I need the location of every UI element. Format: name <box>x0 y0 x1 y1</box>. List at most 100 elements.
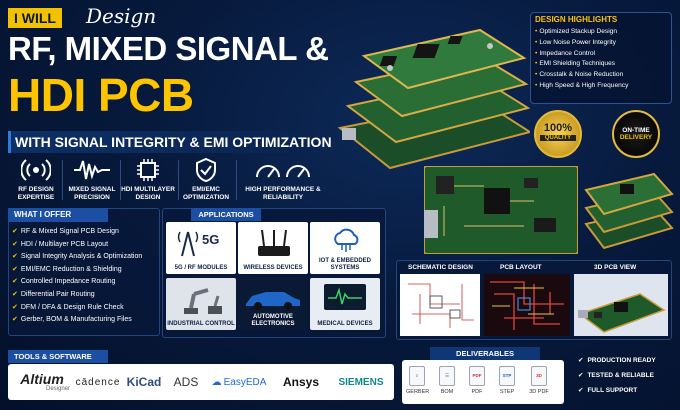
pcb-board-photo <box>424 166 578 254</box>
chip-icon <box>118 156 178 184</box>
file-gerber: ≡ GERBER <box>406 366 429 395</box>
3d-pcb-image <box>574 274 668 336</box>
applications-heading: APPLICATIONS <box>191 208 261 221</box>
cloud-circuit-icon <box>334 228 359 252</box>
design-script: Design <box>86 4 157 28</box>
feature-label: MIXED SIGNAL PRECISION <box>68 186 116 201</box>
pcb-layout-image <box>484 274 570 336</box>
deliverables-heading: DELIVERABLES <box>430 347 540 360</box>
check-icon: ✔ <box>12 278 18 286</box>
speedometer-icon <box>244 156 322 184</box>
list-item: ✔EMI/EMC Reduction & Shielding <box>12 265 122 273</box>
divider <box>236 160 237 200</box>
list-item: ✔Signal Integrity Analysis & Optimizatio… <box>12 253 143 261</box>
check-icon: ✔ <box>12 228 18 235</box>
gerber-file-icon: ≡ <box>409 366 425 386</box>
list-item: •Optimized Stackup Design <box>535 28 618 35</box>
highlights-heading: DESIGN HIGHLIGHTS <box>535 15 618 24</box>
check-icon: ✔ <box>578 357 584 364</box>
tool-cadence: cādence <box>75 376 121 388</box>
app-wireless: WIRELESS DEVICES <box>238 222 308 274</box>
tools-bar <box>8 364 394 400</box>
tool-altium: Altium Designer <box>20 371 70 392</box>
pcb-stack-photo <box>584 172 674 250</box>
app-label: AUTOMOTIVE ELECTRONICS <box>251 314 295 327</box>
usb-connector <box>342 128 356 140</box>
car-icon <box>246 292 300 310</box>
check-icon: ✔ <box>12 316 18 324</box>
title-line-2: HDI PCB <box>8 69 194 121</box>
divider <box>120 160 121 200</box>
list-item: •Impedance Control <box>535 49 596 57</box>
app-industrial: INDUSTRIAL CONTROL <box>166 278 236 330</box>
check-icon: ✔ <box>578 387 584 394</box>
feature-label: RF DESIGN EXPERTISE <box>17 186 55 201</box>
feature-label: EMI/EMC OPTIMIZATION <box>182 186 230 201</box>
feature-label: HIGH PERFORMANCE & RELIABILITY <box>245 186 321 201</box>
file-step: STP STEP <box>496 366 518 395</box>
subtitle-banner: WITH SIGNAL INTEGRITY & EMI OPTIMIZATION <box>8 131 332 153</box>
divider <box>62 160 63 200</box>
list-item: ✔Gerber, BOM & Manufacturing Files <box>12 316 132 324</box>
tool-ansys: Ansys <box>282 375 320 389</box>
feature-rf: RF DESIGN EXPERTISE <box>6 156 66 202</box>
feature-emi: EMI/EMC OPTIMIZATION <box>176 156 236 202</box>
list-item: ✔PRODUCTION READY <box>578 357 656 364</box>
offer-list: ✔RF & Mixed Signal PCB Design ✔HDI / Mul… <box>12 226 162 327</box>
app-label: MEDICAL DEVICES <box>317 321 373 327</box>
assurance-list: ✔PRODUCTION READY ✔TESTED & RELIABLE ✔FU… <box>578 353 656 398</box>
list-item: ✔Controlled Impedance Routing <box>12 278 116 286</box>
app-label: INDUSTRIAL CONTROL <box>167 321 235 327</box>
step-file-icon: STP <box>499 366 515 386</box>
highlights-panel <box>530 12 672 104</box>
list-item: ✔RF & Mixed Signal PCB Design <box>12 228 119 235</box>
app-label: 5G / RF MODULES <box>174 265 228 271</box>
antenna-tower-icon <box>177 231 199 257</box>
schematic-label: SCHEMATIC DESIGN <box>408 264 473 271</box>
check-icon: ✔ <box>12 240 18 248</box>
list-item: ✔DFM / DFA & Design Rule Check <box>12 303 124 311</box>
list-item: •High Speed & High Frequency <box>535 81 629 89</box>
check-icon: ✔ <box>12 253 18 261</box>
i-will-tag: I WILL <box>8 8 62 28</box>
layout-label: PCB LAYOUT <box>500 264 542 271</box>
file-bom: ☰ BOM <box>436 366 458 395</box>
feature-performance: HIGH PERFORMANCE & RELIABILITY <box>244 156 322 202</box>
pdf-file-icon: PDF <box>469 366 485 386</box>
delivery-badge: ON-TIME DELIVERY <box>612 110 660 158</box>
app-label: WIRELESS DEVICES <box>243 265 303 271</box>
feature-label: HDI MULTILAYER DESIGN <box>121 186 175 201</box>
check-icon: ✔ <box>578 372 584 379</box>
check-icon: ✔ <box>12 265 18 273</box>
check-icon: ✔ <box>12 303 18 311</box>
quality-badge: 100% QUALITY <box>534 110 582 158</box>
list-item: •Crosstalk & Noise Reduction <box>535 71 624 79</box>
shield-check-icon <box>176 156 236 184</box>
pcb-layer-top <box>361 28 527 90</box>
list-item: ✔Differential Pair Routing <box>12 290 95 298</box>
schematic-image <box>400 274 480 336</box>
pcb-stack-illustration <box>337 28 530 170</box>
router-icon <box>258 229 290 256</box>
list-item: ✔TESTED & RELIABLE <box>578 372 654 379</box>
highlights-list: •Optimized Stackup Design •Low Noise Pow… <box>535 27 628 92</box>
file-pdf: PDF PDF <box>466 366 488 395</box>
rf-waves-icon <box>6 156 66 184</box>
tool-siemens: SIEMENS <box>338 376 384 388</box>
list-item: •Low Noise Power Integrity <box>535 38 616 46</box>
tool-kicad: KiCad <box>126 375 162 389</box>
file-3d-pdf: 3D 3D PDF <box>528 366 550 395</box>
3d-view-label: 3D PCB VIEW <box>594 264 637 271</box>
app-medical: MEDICAL DEVICES <box>310 278 380 330</box>
offer-heading: WHAT I OFFER <box>8 208 108 222</box>
feature-mixed-signal: MIXED SIGNAL PRECISION <box>62 156 122 202</box>
medical-monitor-icon <box>324 284 366 310</box>
cloud-icon: ☁ <box>211 376 222 388</box>
app-automotive: AUTOMOTIVE ELECTRONICS <box>238 278 308 330</box>
tools-heading: TOOLS & SOFTWARE <box>8 350 108 363</box>
3d-pdf-file-icon: 3D <box>531 366 547 386</box>
check-icon: ✔ <box>12 290 18 298</box>
waveform-icon <box>62 156 122 184</box>
app-iot: IOT & EMBEDDED SYSTEMS <box>310 222 380 274</box>
feature-hdi: HDI MULTILAYER DESIGN <box>118 156 178 202</box>
